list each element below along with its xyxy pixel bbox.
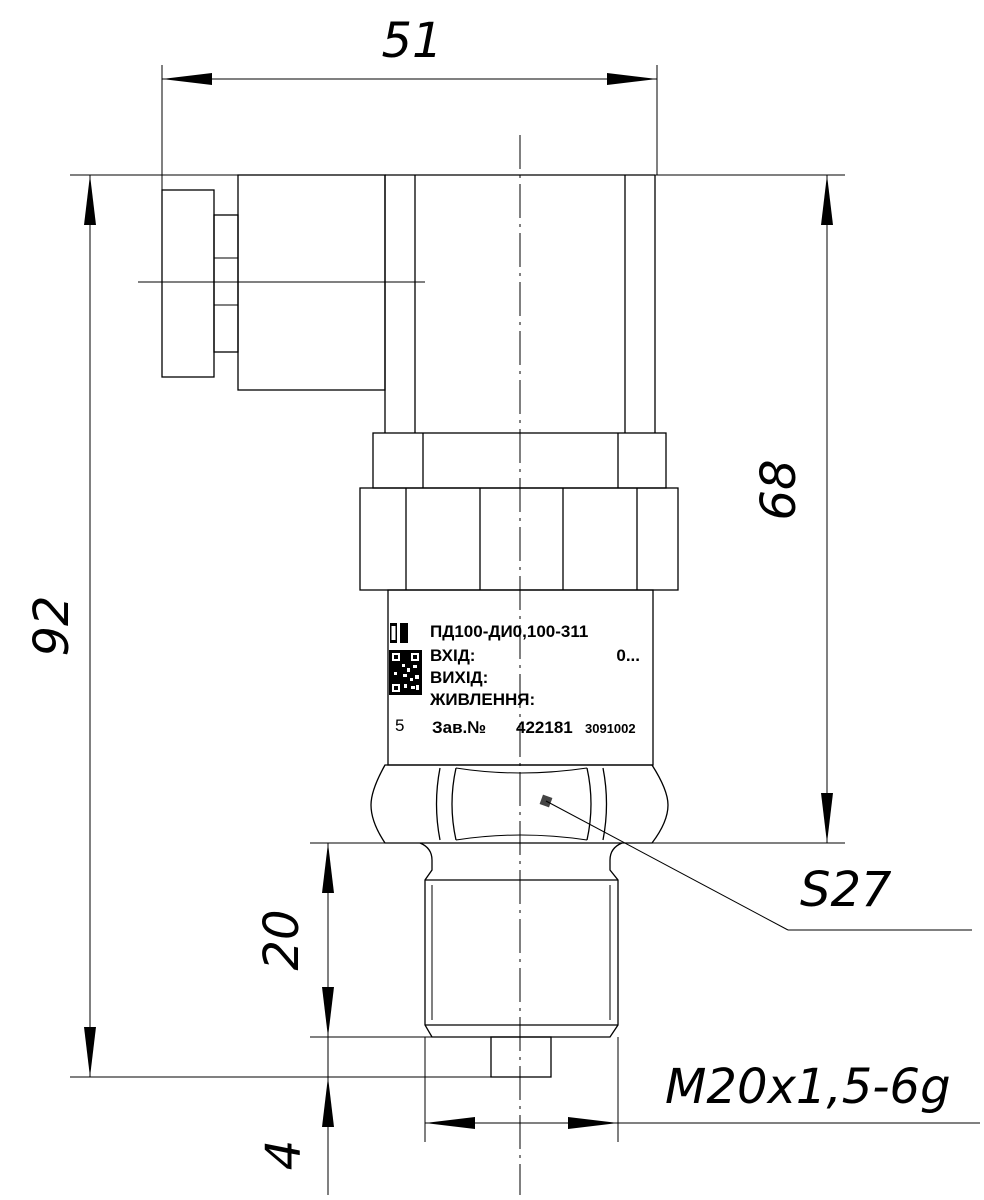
dimension-thread-length: 20 4 [254,842,432,1195]
dimension-width-total: 51 [161,13,658,190]
din-connector [138,174,425,391]
plate-left-digit: 5 [395,716,404,735]
dimension-height-total: 92 [24,174,551,1078]
hex-nut [370,764,669,844]
dimension-hex-size: S27 [545,800,972,931]
dim-s27-label: S27 [800,862,892,918]
plate-input-value: 0... [616,646,640,665]
manufacturer-logo-icon [390,623,408,643]
dim-20-label: 20 [254,909,310,970]
plate-serial-label: Зав.№ [432,718,486,737]
housing-tube [384,174,656,433]
qr-code-icon [389,650,422,695]
dim-92-label: 92 [24,595,80,656]
dim-4-label: 4 [256,1140,312,1171]
union-nut [359,487,679,591]
plate-model: ПД100-ДИ0,100-311 [430,622,588,641]
plate-power-label: ЖИВЛЕННЯ: [429,690,535,709]
dimension-height-body: 68 [620,174,845,844]
dim-thread-spec-label: M20x1,5-6g [665,1059,951,1115]
dim-68-label: 68 [751,459,807,520]
threaded-fitting [419,842,623,1078]
nameplate: ПД100-ДИ0,100-311 ВХІД: 0... ВИХІД: ЖИВЛ… [387,589,654,766]
plate-serial-small: 3091002 [585,721,636,736]
dimension-thread-spec: M20x1,5-6g [424,1037,980,1142]
dim-51-label: 51 [381,13,442,69]
plate-serial-main: 422181 [516,718,573,737]
plate-input-label: ВХІД: [430,646,475,665]
plate-output-label: ВИХІД: [430,668,488,687]
